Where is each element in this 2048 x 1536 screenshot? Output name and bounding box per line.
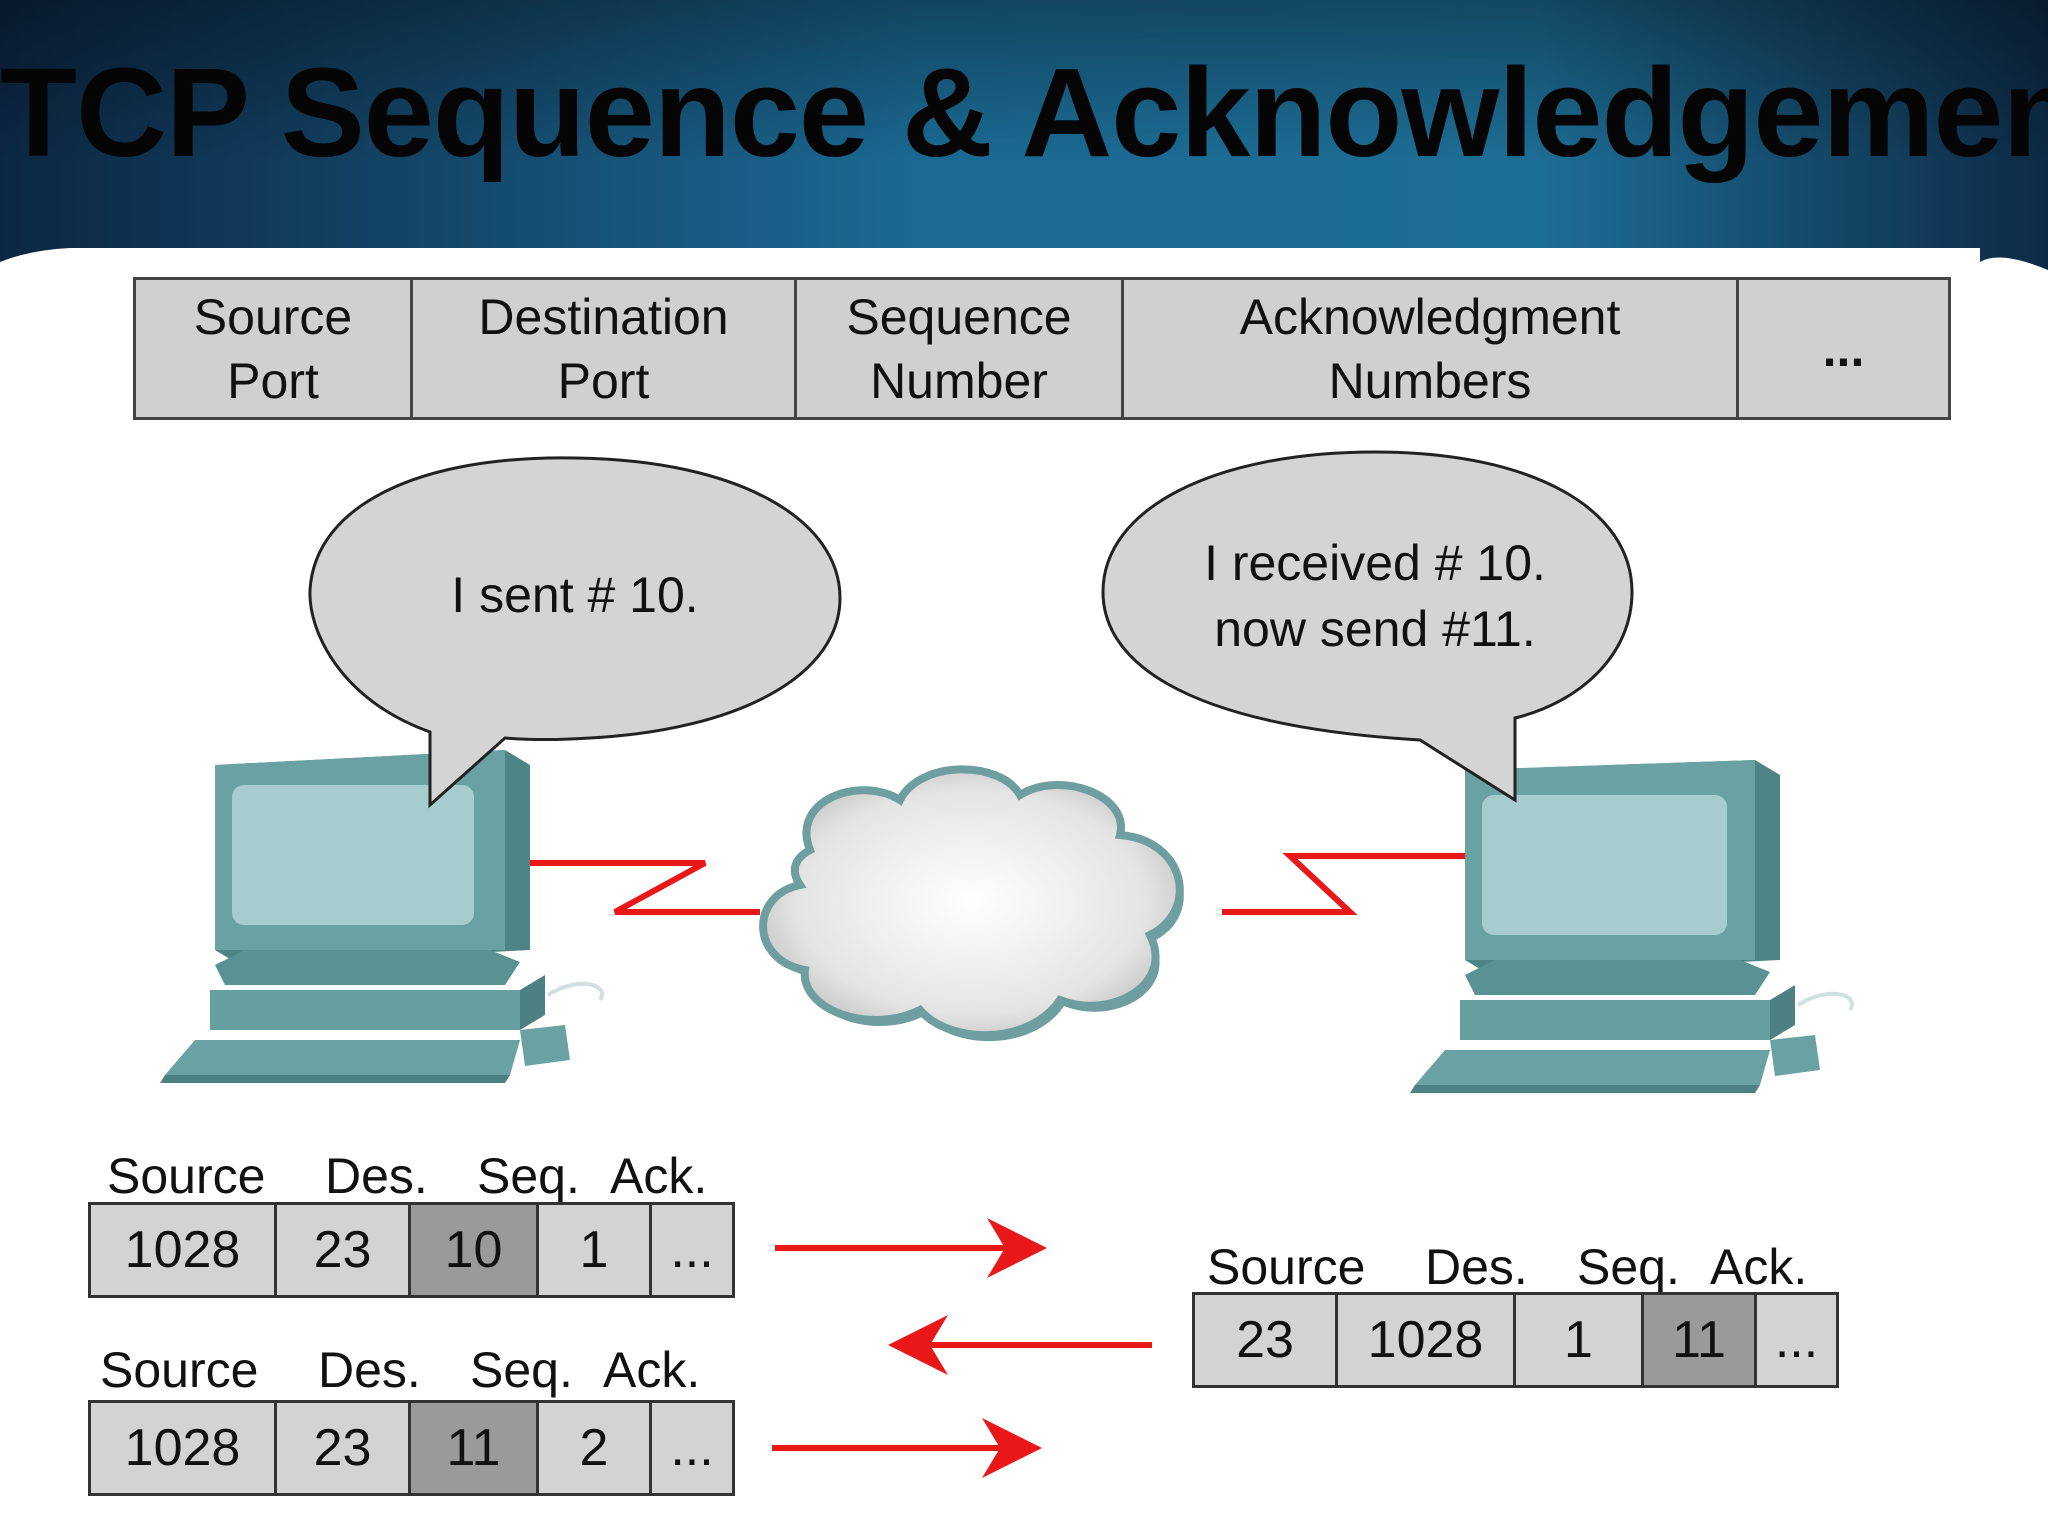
segment-cell-ack: 1 bbox=[536, 1202, 652, 1298]
label-ack: Ack. bbox=[610, 1148, 708, 1204]
segment-cell-source: 23 bbox=[1192, 1292, 1338, 1388]
slide-title: TCP Sequence & Acknowledgement bbox=[0, 42, 2048, 183]
field-ellipsis: ... bbox=[1736, 277, 1951, 420]
segment-cell-seq: 1 bbox=[1513, 1292, 1644, 1388]
label-source: Source bbox=[107, 1148, 266, 1204]
segment-cell-des: 23 bbox=[274, 1400, 411, 1496]
serial-link-right bbox=[1222, 853, 1470, 915]
label-ack: Ack. bbox=[1710, 1239, 1808, 1295]
segment-1-labels: Source Des. Seq. Ack. bbox=[0, 1147, 2048, 1207]
segment-cell-more: ... bbox=[649, 1400, 735, 1496]
label-ack: Ack. bbox=[603, 1342, 701, 1398]
segment-cell-des: 1028 bbox=[1335, 1292, 1516, 1388]
computer-icon bbox=[1410, 760, 1854, 1093]
label-seq: Seq. bbox=[1577, 1239, 1680, 1295]
computer-icon bbox=[160, 750, 604, 1083]
segment-cell-des: 23 bbox=[274, 1202, 411, 1298]
label-source: Source bbox=[1207, 1239, 1366, 1295]
speech-bubble-left bbox=[308, 456, 842, 809]
segment-cell-seq: 10 bbox=[408, 1202, 539, 1298]
segment-1: 1028 23 10 1 ... bbox=[88, 1202, 735, 1298]
segment-cell-source: 1028 bbox=[88, 1202, 277, 1298]
label-des: Des. bbox=[1425, 1239, 1528, 1295]
speech-bubble-right bbox=[1101, 450, 1634, 803]
label-des: Des. bbox=[318, 1342, 421, 1398]
label-des: Des. bbox=[325, 1148, 428, 1204]
segment-cell-seq: 11 bbox=[408, 1400, 539, 1496]
segment-cell-more: ... bbox=[649, 1202, 735, 1298]
title-banner bbox=[0, 0, 2048, 270]
segment-cell-ack: 2 bbox=[536, 1400, 652, 1496]
segment-cell-more: ... bbox=[1754, 1292, 1839, 1388]
label-source: Source bbox=[100, 1342, 259, 1398]
segment-2: 23 1028 1 11 ... bbox=[1192, 1292, 1839, 1388]
segment-3: 1028 23 11 2 ... bbox=[88, 1400, 735, 1496]
bubble-text-right: I received # 10. now send #11. bbox=[1204, 535, 1546, 657]
bubble-text-left: I sent # 10. bbox=[451, 567, 699, 623]
segment-3-labels: Source Des. Seq. Ack. bbox=[0, 1341, 2048, 1401]
serial-link-left bbox=[530, 860, 760, 915]
label-seq: Seq. bbox=[477, 1148, 580, 1204]
segment-cell-ack: 11 bbox=[1641, 1292, 1757, 1388]
label-seq: Seq. bbox=[470, 1342, 573, 1398]
network-cloud-icon bbox=[759, 765, 1184, 1042]
segment-2-labels: Source Des. Seq. Ack. bbox=[0, 1238, 2048, 1298]
segment-cell-source: 1028 bbox=[88, 1400, 277, 1496]
